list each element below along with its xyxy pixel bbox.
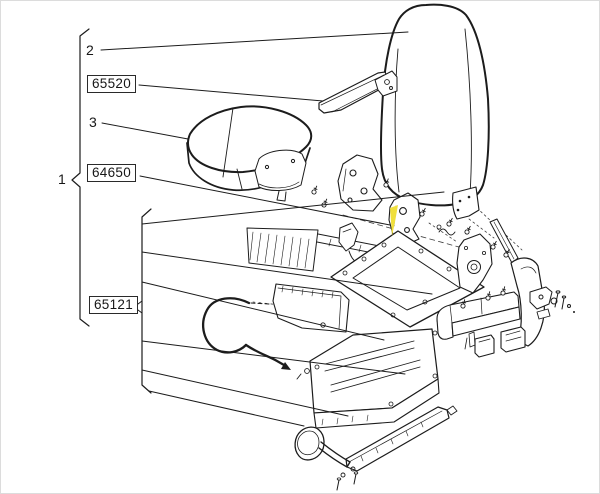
seat-back-board-drawing [254, 149, 307, 202]
bracket-65121 [141, 208, 152, 394]
release-lever-parts-drawing [529, 286, 575, 320]
leader-line-3 [101, 122, 189, 140]
leader-line-65520 [138, 84, 324, 102]
part-number-64650[interactable]: 64650 [87, 164, 137, 182]
armrest-drawing [318, 70, 398, 114]
leader-fan-5 [141, 369, 349, 417]
callout-3-label: 3 [89, 114, 98, 130]
highlight-arrow [390, 205, 398, 236]
hinge-bracket-drawing [337, 154, 383, 212]
leader-line-64650 [139, 175, 391, 226]
callout-2-label: 2 [86, 42, 95, 58]
buckle-drawing [338, 222, 359, 264]
side-shield-drawing [489, 218, 545, 347]
callout-1-label: 1 [58, 171, 67, 187]
leader-fan-4 [141, 340, 406, 375]
recliner-upright-drawing [436, 224, 493, 294]
leader-lines [71, 28, 445, 427]
bracket-item-1 [71, 28, 90, 327]
part-number-65520[interactable]: 65520 [87, 75, 137, 93]
leader-fan-6 [148, 390, 305, 427]
seat-back-drawing [379, 3, 490, 220]
adjusting-handle-drawing [294, 426, 359, 485]
cushion-frame-drawing [330, 230, 485, 328]
leader-fan-1 [141, 191, 445, 225]
leader-fan-2 [141, 251, 433, 295]
leader-fan-3 [141, 281, 385, 341]
leader-line-2 [100, 31, 409, 51]
back-panel-drawing [246, 227, 406, 272]
front-shield-drawing [436, 291, 526, 358]
cushion-shield-drawing [272, 283, 350, 333]
part-number-65121[interactable]: 65121 [89, 296, 139, 314]
slide-adjuster-drawing [296, 328, 440, 429]
